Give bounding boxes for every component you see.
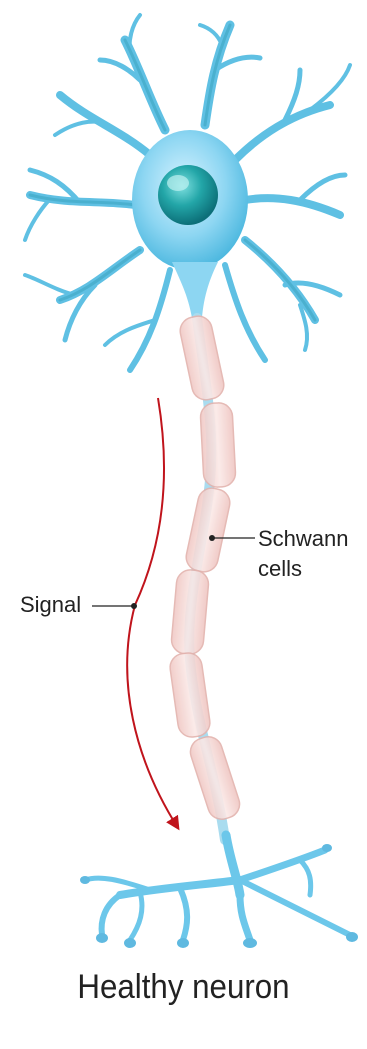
nucleus [158,165,218,225]
schwann-cell [200,402,236,488]
label-leaders [92,535,255,609]
diagram-title: Healthy neuron [15,968,353,1007]
axon-terminals [85,835,350,940]
schwann-cells [168,314,243,823]
schwann-cell [168,651,211,739]
schwann-cell [187,733,243,823]
schwann-cell [170,569,209,655]
schwann-cell [178,314,227,403]
schwann-label-line2: cells [258,554,349,584]
signal-arrow [127,398,178,828]
signal-label: Signal [20,592,81,618]
schwann-cells-label: Schwann cells [258,524,349,584]
schwann-label-line1: Schwann [258,524,349,554]
schwann-cell [184,486,233,575]
